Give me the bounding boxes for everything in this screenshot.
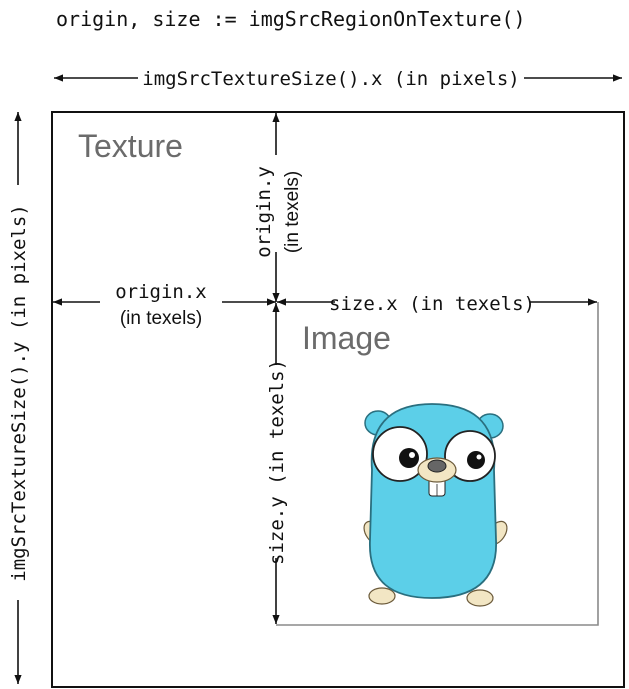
origin-y-unit: (in texels) [282,171,303,253]
gopher-icon [363,403,508,607]
size-y-label: size.y (in texels) [266,359,288,565]
code-line: origin, size := imgSrcRegionOnTexture() [56,7,526,31]
texture-label: Texture [78,128,183,164]
image-region-box [276,302,599,626]
origin-x-unit: (in texels) [120,308,202,329]
origin-y-label: origin.y [253,166,275,258]
texture-box [51,111,625,688]
size-x-label: size.x (in texels) [329,293,535,315]
image-label: Image [302,320,391,356]
texture-width-label: imgSrcTextureSize().x (in pixels) [142,68,520,90]
origin-x-label: origin.x [115,281,207,303]
texture-height-label: imgSrcTextureSize().y (in pixels) [8,204,30,582]
